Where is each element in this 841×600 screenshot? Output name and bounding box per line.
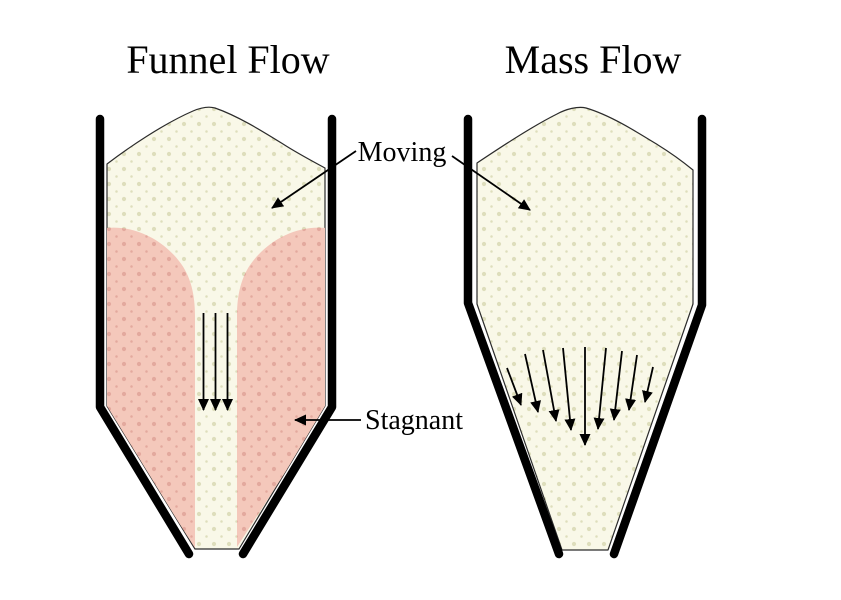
mass-right-wall bbox=[609, 114, 707, 559]
mass-flow-arrow bbox=[524, 353, 541, 413]
mass-flow-arrow bbox=[506, 367, 523, 406]
mass-left-wall bbox=[463, 114, 564, 559]
mass-flow-title: Mass Flow bbox=[505, 37, 682, 82]
mass-flow-hopper bbox=[463, 106, 707, 559]
funnel-stagnant-region-left bbox=[107, 227, 195, 548]
funnel-stagnant-region-right bbox=[237, 227, 325, 547]
mass-flow-arrow bbox=[542, 349, 560, 422]
mass-material-fill bbox=[476, 106, 694, 551]
moving-label: Moving bbox=[358, 137, 447, 168]
funnel-right-wall bbox=[238, 114, 337, 559]
mass-flow-arrow bbox=[562, 347, 576, 431]
moving-leader-right-arrow bbox=[451, 155, 531, 211]
mass-flow-arrow bbox=[642, 366, 654, 403]
moving-leader-left-arrow bbox=[271, 150, 357, 209]
funnel-left-wall bbox=[95, 114, 194, 559]
stagnant-label: Stagnant bbox=[365, 405, 463, 436]
mass-flow-arrow bbox=[609, 350, 623, 421]
mass-flow-arrow bbox=[593, 347, 607, 430]
mass-flow-arrow bbox=[625, 354, 638, 411]
funnel-flow-title: Funnel Flow bbox=[126, 37, 329, 82]
funnel-flow-hopper bbox=[95, 106, 337, 559]
